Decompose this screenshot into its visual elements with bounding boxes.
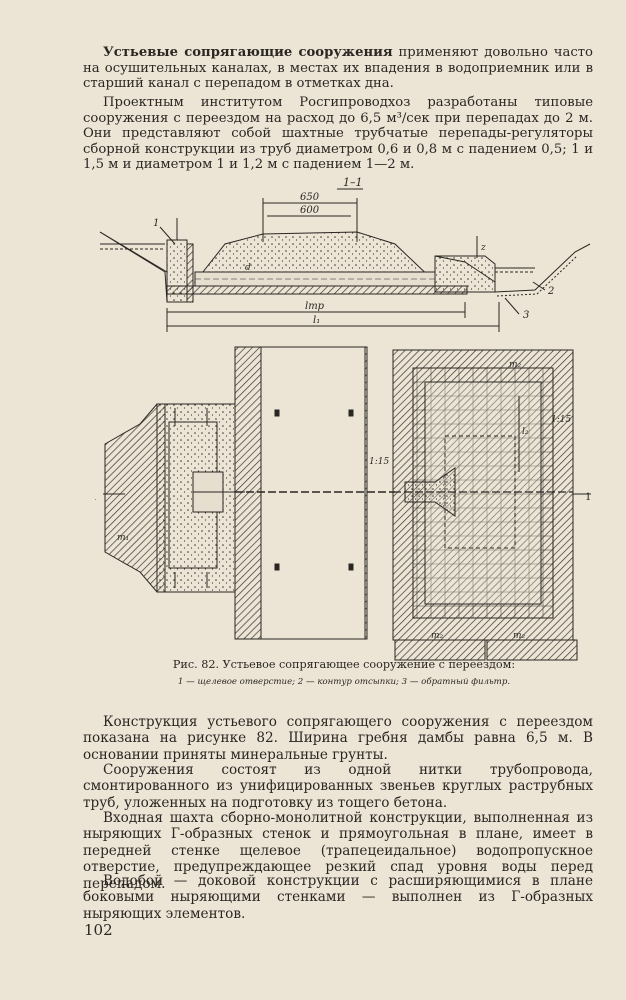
figure-82: 1–1 650 600 1 bbox=[91, 172, 595, 692]
m1-label: m₁ bbox=[117, 533, 129, 543]
callout-3: 3 bbox=[523, 310, 529, 321]
label-l1: l₁ bbox=[313, 315, 320, 326]
intro-lead-term: Устьевые сопрягающие сооружения bbox=[103, 45, 393, 60]
page-number: 102 bbox=[84, 921, 113, 939]
m2-label-top: m₂ bbox=[509, 360, 522, 370]
paragraph-construction: Конструкция устьевого сопрягающего соору… bbox=[83, 714, 593, 763]
callout-1: 1 bbox=[153, 218, 159, 229]
figure-legend: 1 — щелевое отверстие; 2 — контур отсыпк… bbox=[177, 677, 511, 687]
label-d: d bbox=[245, 263, 251, 273]
longitudinal-section: 1–1 650 600 1 bbox=[99, 176, 591, 332]
plan-view: 1 m₁ 1:15 m₂ bbox=[91, 346, 591, 661]
paragraph-pipeline: Сооружения состоят из одной нитки трубоп… bbox=[83, 762, 593, 811]
slope-label-1: 1:15 bbox=[369, 457, 389, 467]
m2-label-bottom-2: m₂ bbox=[513, 631, 526, 641]
paragraph-shaft: Входная шахта сборно-монолитной конструк… bbox=[83, 810, 593, 892]
dim-650: 650 bbox=[300, 192, 320, 203]
section-marker-left: 1 bbox=[95, 492, 97, 503]
paragraph-basin: Водобой — доковой конструкции с расширяю… bbox=[83, 873, 593, 922]
slope-label-2: 1:15 bbox=[551, 415, 571, 425]
section-marker-right: 1 bbox=[585, 492, 591, 503]
figure-caption: Рис. 82. Устьевое сопрягающее сооружение… bbox=[172, 658, 516, 671]
label-l-tr: lтр bbox=[305, 301, 325, 312]
intro-paragraph: Устьевые сопрягающие сооружения применяю… bbox=[83, 45, 593, 92]
figure-drawing: 1–1 650 600 1 bbox=[91, 176, 591, 661]
paragraph-institute: Проектным институтом Росгипроводхоз разр… bbox=[83, 95, 593, 173]
callout-2: 2 bbox=[547, 286, 554, 297]
label-l2: l₂ bbox=[522, 427, 529, 437]
intro-rest: применяют довольно часто на осушительных… bbox=[83, 45, 593, 92]
section-label: 1–1 bbox=[343, 176, 363, 189]
m2-label-bottom-1: m₂ bbox=[431, 631, 444, 641]
dim-600: 600 bbox=[300, 205, 320, 216]
label-z: z bbox=[480, 243, 486, 253]
